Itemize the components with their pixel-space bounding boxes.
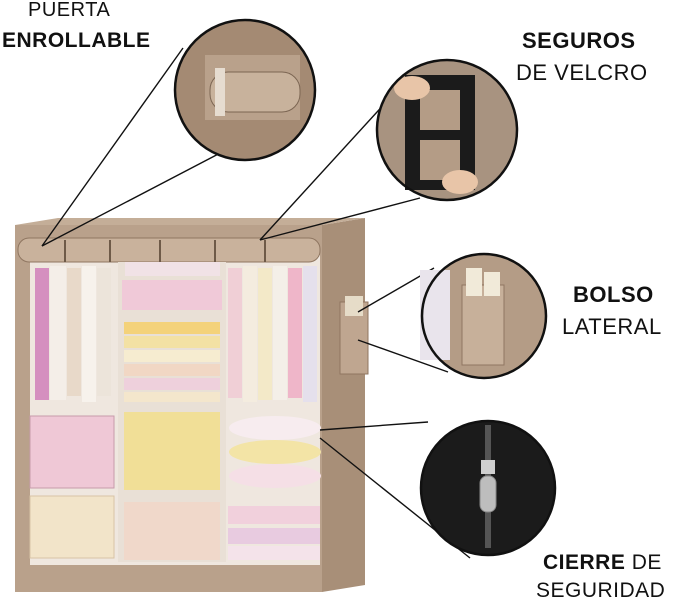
pillows (229, 416, 321, 488)
velcro-detail (375, 58, 519, 202)
storage-box-checkered (29, 495, 115, 559)
hanging-clothes-left (35, 266, 111, 402)
pocket-label-line1: BOLSO (573, 282, 654, 307)
rollup-door-detail (173, 18, 317, 162)
wardrobe-top (15, 218, 365, 225)
storage-box-pink (29, 415, 115, 489)
rolled-door (17, 237, 321, 263)
rollup-label-line1: PUERTA (28, 0, 111, 21)
wardrobe-side-panel (322, 218, 365, 592)
zipper-label-line1: CIERRE DE (543, 552, 662, 573)
folded-item-right (228, 546, 320, 560)
rollup-label-line2: ENROLLABLE (2, 29, 151, 52)
side-pocket-item (345, 296, 363, 316)
wardrobe (15, 218, 369, 592)
folded-item-right (228, 528, 320, 544)
zipper-label-rest: DE (625, 551, 662, 574)
pocket-label-line2: LATERAL (562, 314, 662, 339)
zipper-label-bold: CIERRE (543, 551, 626, 574)
zipper-detail (419, 419, 557, 557)
velcro-label-line2: DE VELCRO (516, 60, 648, 85)
hanging-clothes-right (228, 266, 317, 402)
folded-item-right (228, 506, 320, 524)
velcro-label-line1: SEGUROS (522, 28, 636, 53)
folded-items-middle (122, 262, 222, 560)
side-pocket-detail (420, 252, 548, 380)
zipper-label-line2: SEGURIDAD (536, 579, 666, 602)
